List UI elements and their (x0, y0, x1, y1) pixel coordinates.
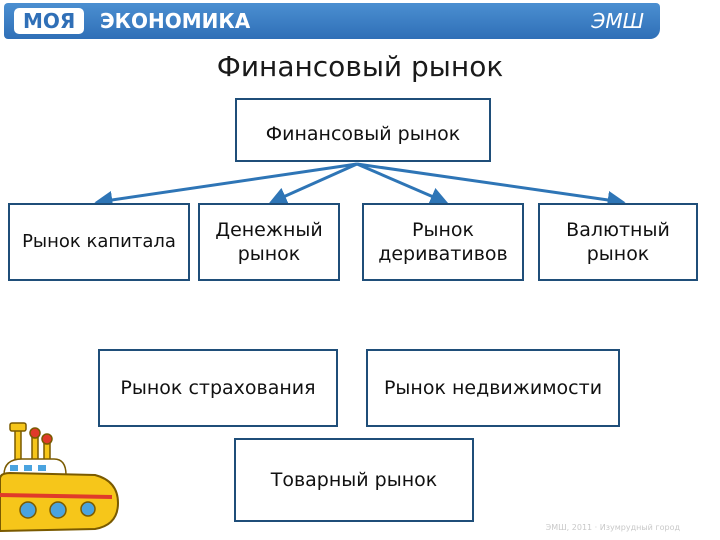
brand-logo-moya: МОЯ (14, 8, 85, 34)
node-realestate-market: Рынок недвижимости (366, 349, 620, 427)
arrow-root-capital (94, 162, 358, 209)
node-currency-market: Валютный рынок (538, 203, 698, 281)
yellow-submarine-icon (0, 422, 120, 533)
node-root: Финансовый рынок (235, 98, 491, 162)
node-money-label: Денежный рынок (215, 219, 323, 265)
node-realestate-label: Рынок недвижимости (383, 377, 603, 399)
node-currency-label: Валютный рынок (566, 219, 670, 265)
node-insurance-label: Рынок страхования (120, 377, 316, 399)
brand-tag-emsh: ЭМШ (591, 9, 644, 33)
node-commodity-market: Товарный рынок (234, 438, 474, 522)
node-root-label: Финансовый рынок (265, 123, 461, 145)
node-derivatives-label: Рынок деривативов (378, 219, 508, 265)
node-capital-label: Рынок капитала (22, 231, 176, 252)
arrow-root-currency (356, 162, 626, 209)
footer-copyright: ЭМШ, 2011 · Изумрудный город (545, 523, 680, 532)
node-commodity-label: Товарный рынок (270, 469, 438, 491)
slide-title: Финансовый рынок (216, 50, 504, 83)
node-insurance-market: Рынок страхования (98, 349, 338, 427)
arrow-root-money (268, 162, 358, 205)
node-capital-market: Рынок капитала (8, 203, 190, 281)
arrow-root-derivatives (356, 162, 449, 205)
header-bar: МОЯ ЭКОНОМИКА ЭМШ (4, 3, 660, 39)
brand-logo-economika: ЭКОНОМИКА (100, 9, 251, 33)
node-derivatives-market: Рынок деривативов (362, 203, 524, 281)
node-money-market: Денежный рынок (198, 203, 340, 281)
